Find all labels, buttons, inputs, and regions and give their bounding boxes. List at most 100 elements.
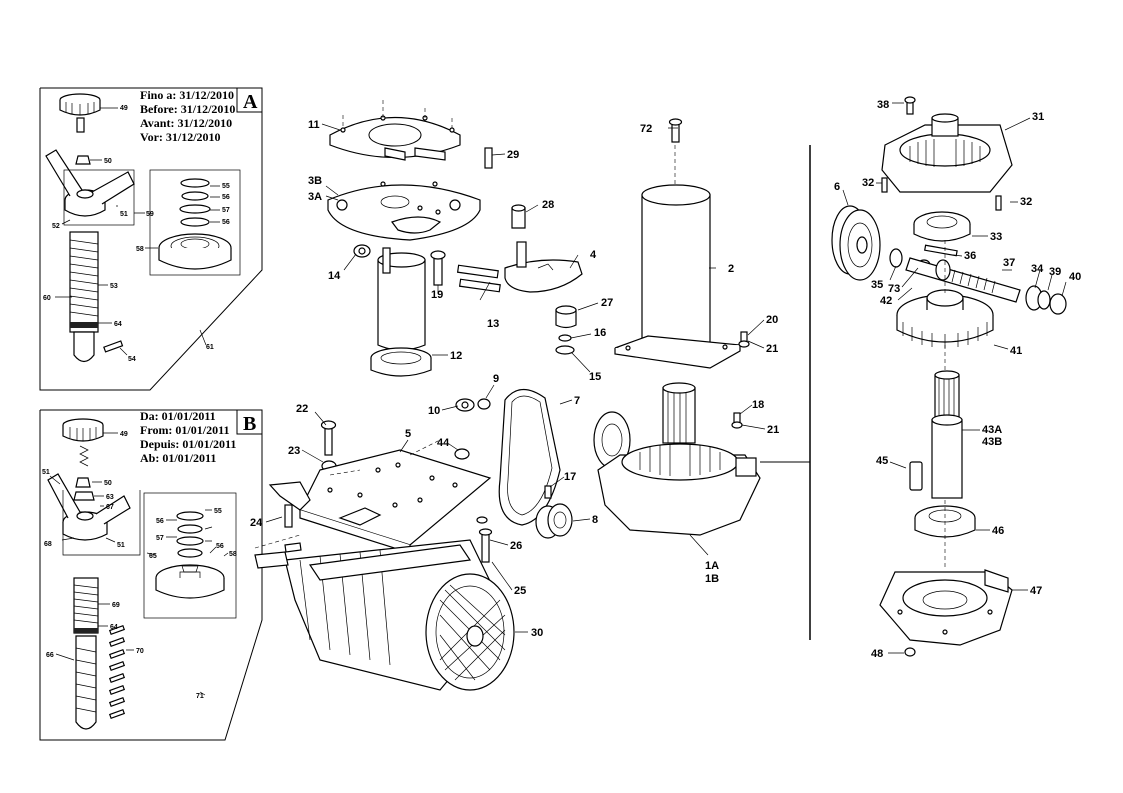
- part-33-bearing: [913, 211, 971, 242]
- label-45: 45: [876, 455, 888, 467]
- label-34: 34: [1031, 263, 1044, 275]
- label-13: 13: [487, 318, 499, 330]
- label-64: 64: [114, 321, 122, 328]
- right-assembly: 38 31 6 32 32 33 36 37 34 39 40 35 73 42…: [831, 96, 1081, 660]
- label-55: 55: [222, 183, 230, 190]
- label-7: 7: [574, 395, 580, 407]
- threaded-sleeve-part: [73, 577, 99, 730]
- label-b-51a: 51: [42, 469, 50, 476]
- label-30: 30: [531, 627, 543, 639]
- label-b-64: 64: [110, 624, 118, 631]
- panel-b: B Da: 01/01/2011 From: 01/01/2011 Depuis…: [39, 409, 263, 741]
- label-23: 23: [288, 445, 300, 457]
- part-43-shaft: [931, 370, 963, 499]
- label-b-58: 58: [229, 551, 237, 558]
- knob-part: [59, 93, 101, 133]
- label-32b: 32: [1020, 196, 1032, 208]
- label-22: 22: [296, 403, 308, 415]
- label-b-67: 67: [106, 504, 114, 511]
- label-43a: 43A: [982, 424, 1002, 436]
- label-47: 47: [1030, 585, 1042, 597]
- label-25: 25: [514, 585, 526, 597]
- label-59: 59: [146, 211, 154, 218]
- label-b-71: 71: [196, 693, 204, 700]
- part-41-gear: [896, 289, 994, 348]
- label-3a: 3A: [308, 191, 322, 203]
- label-39: 39: [1049, 266, 1061, 278]
- label-5: 5: [405, 428, 411, 440]
- label-21a: 21: [766, 343, 778, 355]
- panel-a: A Fino a: 31/12/2010 Before: 31/12/2010 …: [39, 87, 263, 391]
- label-54: 54: [128, 356, 136, 363]
- label-73: 73: [888, 283, 900, 295]
- part-37-worm-shaft: [905, 257, 1021, 303]
- label-b-65: 65: [149, 553, 157, 560]
- label-48: 48: [871, 648, 883, 660]
- label-b-49: 49: [120, 431, 128, 438]
- label-1a: 1A: [705, 560, 719, 572]
- panel-b-date-en: From: 01/01/2011: [140, 423, 229, 437]
- knob-part-b: [62, 418, 104, 467]
- part-5-plate: [268, 449, 492, 554]
- label-56b: 56: [222, 219, 230, 226]
- label-51: 51: [120, 211, 128, 218]
- label-40: 40: [1069, 271, 1081, 283]
- label-9: 9: [493, 373, 499, 385]
- panel-a-date-it: Fino a: 31/12/2010: [140, 88, 234, 102]
- label-28: 28: [542, 199, 554, 211]
- washer-stack-part: [158, 178, 232, 270]
- label-36: 36: [964, 250, 976, 262]
- label-b-50: 50: [104, 480, 112, 487]
- panel-a-date-fr: Avant: 31/12/2010: [140, 116, 232, 130]
- label-b-57: 57: [156, 535, 164, 542]
- label-43b: 43B: [982, 436, 1002, 448]
- part-6-pulley: [831, 205, 881, 281]
- label-b-56a: 56: [156, 518, 164, 525]
- label-35: 35: [871, 279, 883, 291]
- washer-stack-part-b: [155, 511, 225, 599]
- label-33: 33: [990, 231, 1002, 243]
- label-37: 37: [1003, 257, 1015, 269]
- panel-b-letter: B: [243, 413, 256, 435]
- label-26: 26: [510, 540, 522, 552]
- label-12: 12: [450, 350, 462, 362]
- label-b-69: 69: [112, 602, 120, 609]
- label-2: 2: [728, 263, 734, 275]
- part-3-plate: [327, 181, 481, 241]
- label-29: 29: [507, 149, 519, 161]
- panel-b-date-it: Da: 01/01/2011: [140, 409, 216, 423]
- column-part: [377, 247, 426, 351]
- panel-b-letter-box: [236, 409, 263, 435]
- pin-set-part: [108, 624, 126, 720]
- label-38: 38: [877, 99, 889, 111]
- label-15: 15: [589, 371, 601, 383]
- panel-b-date-de: Ab: 01/01/2011: [140, 451, 216, 465]
- label-20: 20: [766, 314, 778, 326]
- part-47-housing: [879, 569, 1013, 646]
- label-49: 49: [120, 105, 128, 112]
- part-31-housing: [881, 113, 1013, 193]
- label-8: 8: [592, 514, 598, 526]
- label-44: 44: [437, 437, 450, 449]
- label-52: 52: [52, 223, 60, 230]
- label-1b: 1B: [705, 573, 719, 585]
- label-16: 16: [594, 327, 606, 339]
- label-53: 53: [110, 283, 118, 290]
- label-56: 56: [222, 194, 230, 201]
- label-6: 6: [834, 181, 840, 193]
- label-b-66: 66: [46, 652, 54, 659]
- label-b-68: 68: [44, 541, 52, 548]
- belt-7-part: [498, 388, 561, 526]
- part-11-plate: [329, 115, 461, 161]
- label-24: 24: [250, 517, 263, 529]
- label-61: 61: [206, 344, 214, 351]
- label-b-51b: 51: [117, 542, 125, 549]
- label-50: 50: [104, 158, 112, 165]
- panel-a-date-de: Vor: 31/12/2010: [140, 130, 221, 144]
- label-72: 72: [640, 123, 652, 135]
- label-4: 4: [590, 249, 597, 261]
- label-b-55: 55: [214, 508, 222, 515]
- label-17: 17: [564, 471, 576, 483]
- part-2-column: [614, 184, 742, 369]
